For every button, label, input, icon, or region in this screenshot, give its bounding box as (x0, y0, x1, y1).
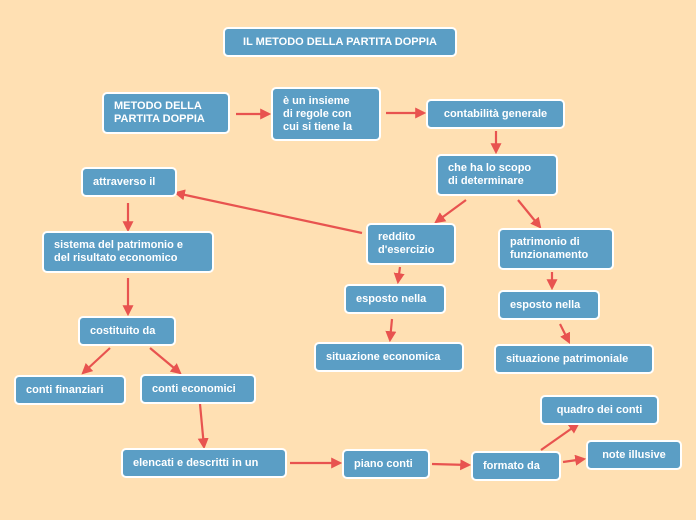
arrow-formato-note (562, 454, 587, 466)
node-quadro-dei-conti[interactable]: quadro dei conti (540, 395, 659, 425)
node-patrimonio-funzionamento[interactable]: patrimonio di funzionamento (498, 228, 614, 270)
node-scopo[interactable]: che ha lo scopo di determinare (436, 154, 558, 196)
arrow-scopo-patrimonio (517, 199, 542, 229)
arrow-economici-elencati (197, 403, 209, 450)
node-insieme[interactable]: è un insieme di regole con cui si tiene … (271, 87, 381, 141)
node-contabilita[interactable]: contabilità generale (426, 99, 565, 129)
node-situazione-economica[interactable]: situazione economica (314, 342, 464, 372)
arrow-costituito-economici (149, 347, 182, 375)
arrow-scopo-reddito (434, 199, 467, 224)
node-esposto-nella-1[interactable]: esposto nella (344, 284, 446, 314)
arrow-esposto1-sitecon (385, 318, 397, 343)
node-conti-finanziari[interactable]: conti finanziari (14, 375, 126, 405)
node-formato-da[interactable]: formato da (471, 451, 561, 481)
arrow-reddito-esposto1 (393, 266, 405, 285)
node-metodo[interactable]: METODO DELLA PARTITA DOPPIA (102, 92, 230, 134)
node-costituito[interactable]: costituito da (78, 316, 176, 346)
node-conti-economici[interactable]: conti economici (140, 374, 256, 404)
node-esposto-nella-2[interactable]: esposto nella (498, 290, 600, 320)
node-elencati[interactable]: elencati e descritti in un (121, 448, 287, 478)
arrow-reddito-attraverso (173, 189, 363, 235)
arrow-costituito-finanziari (81, 347, 111, 375)
arrow-esposto2-sitpatr (559, 323, 570, 344)
node-note-illusive[interactable]: note illusive (586, 440, 682, 470)
node-attraverso[interactable]: attraverso il (81, 167, 177, 197)
title-node[interactable]: IL METODO DELLA PARTITA DOPPIA (223, 27, 457, 57)
arrow-piano-formato (431, 459, 472, 471)
node-reddito[interactable]: reddito d'esercizio (366, 223, 456, 265)
node-piano-conti[interactable]: piano conti (342, 449, 430, 479)
node-sistema[interactable]: sistema del patrimonio e del risultato e… (42, 231, 214, 273)
arrow-formato-quadro (540, 422, 580, 451)
node-situazione-patrimoniale[interactable]: situazione patrimoniale (494, 344, 654, 374)
